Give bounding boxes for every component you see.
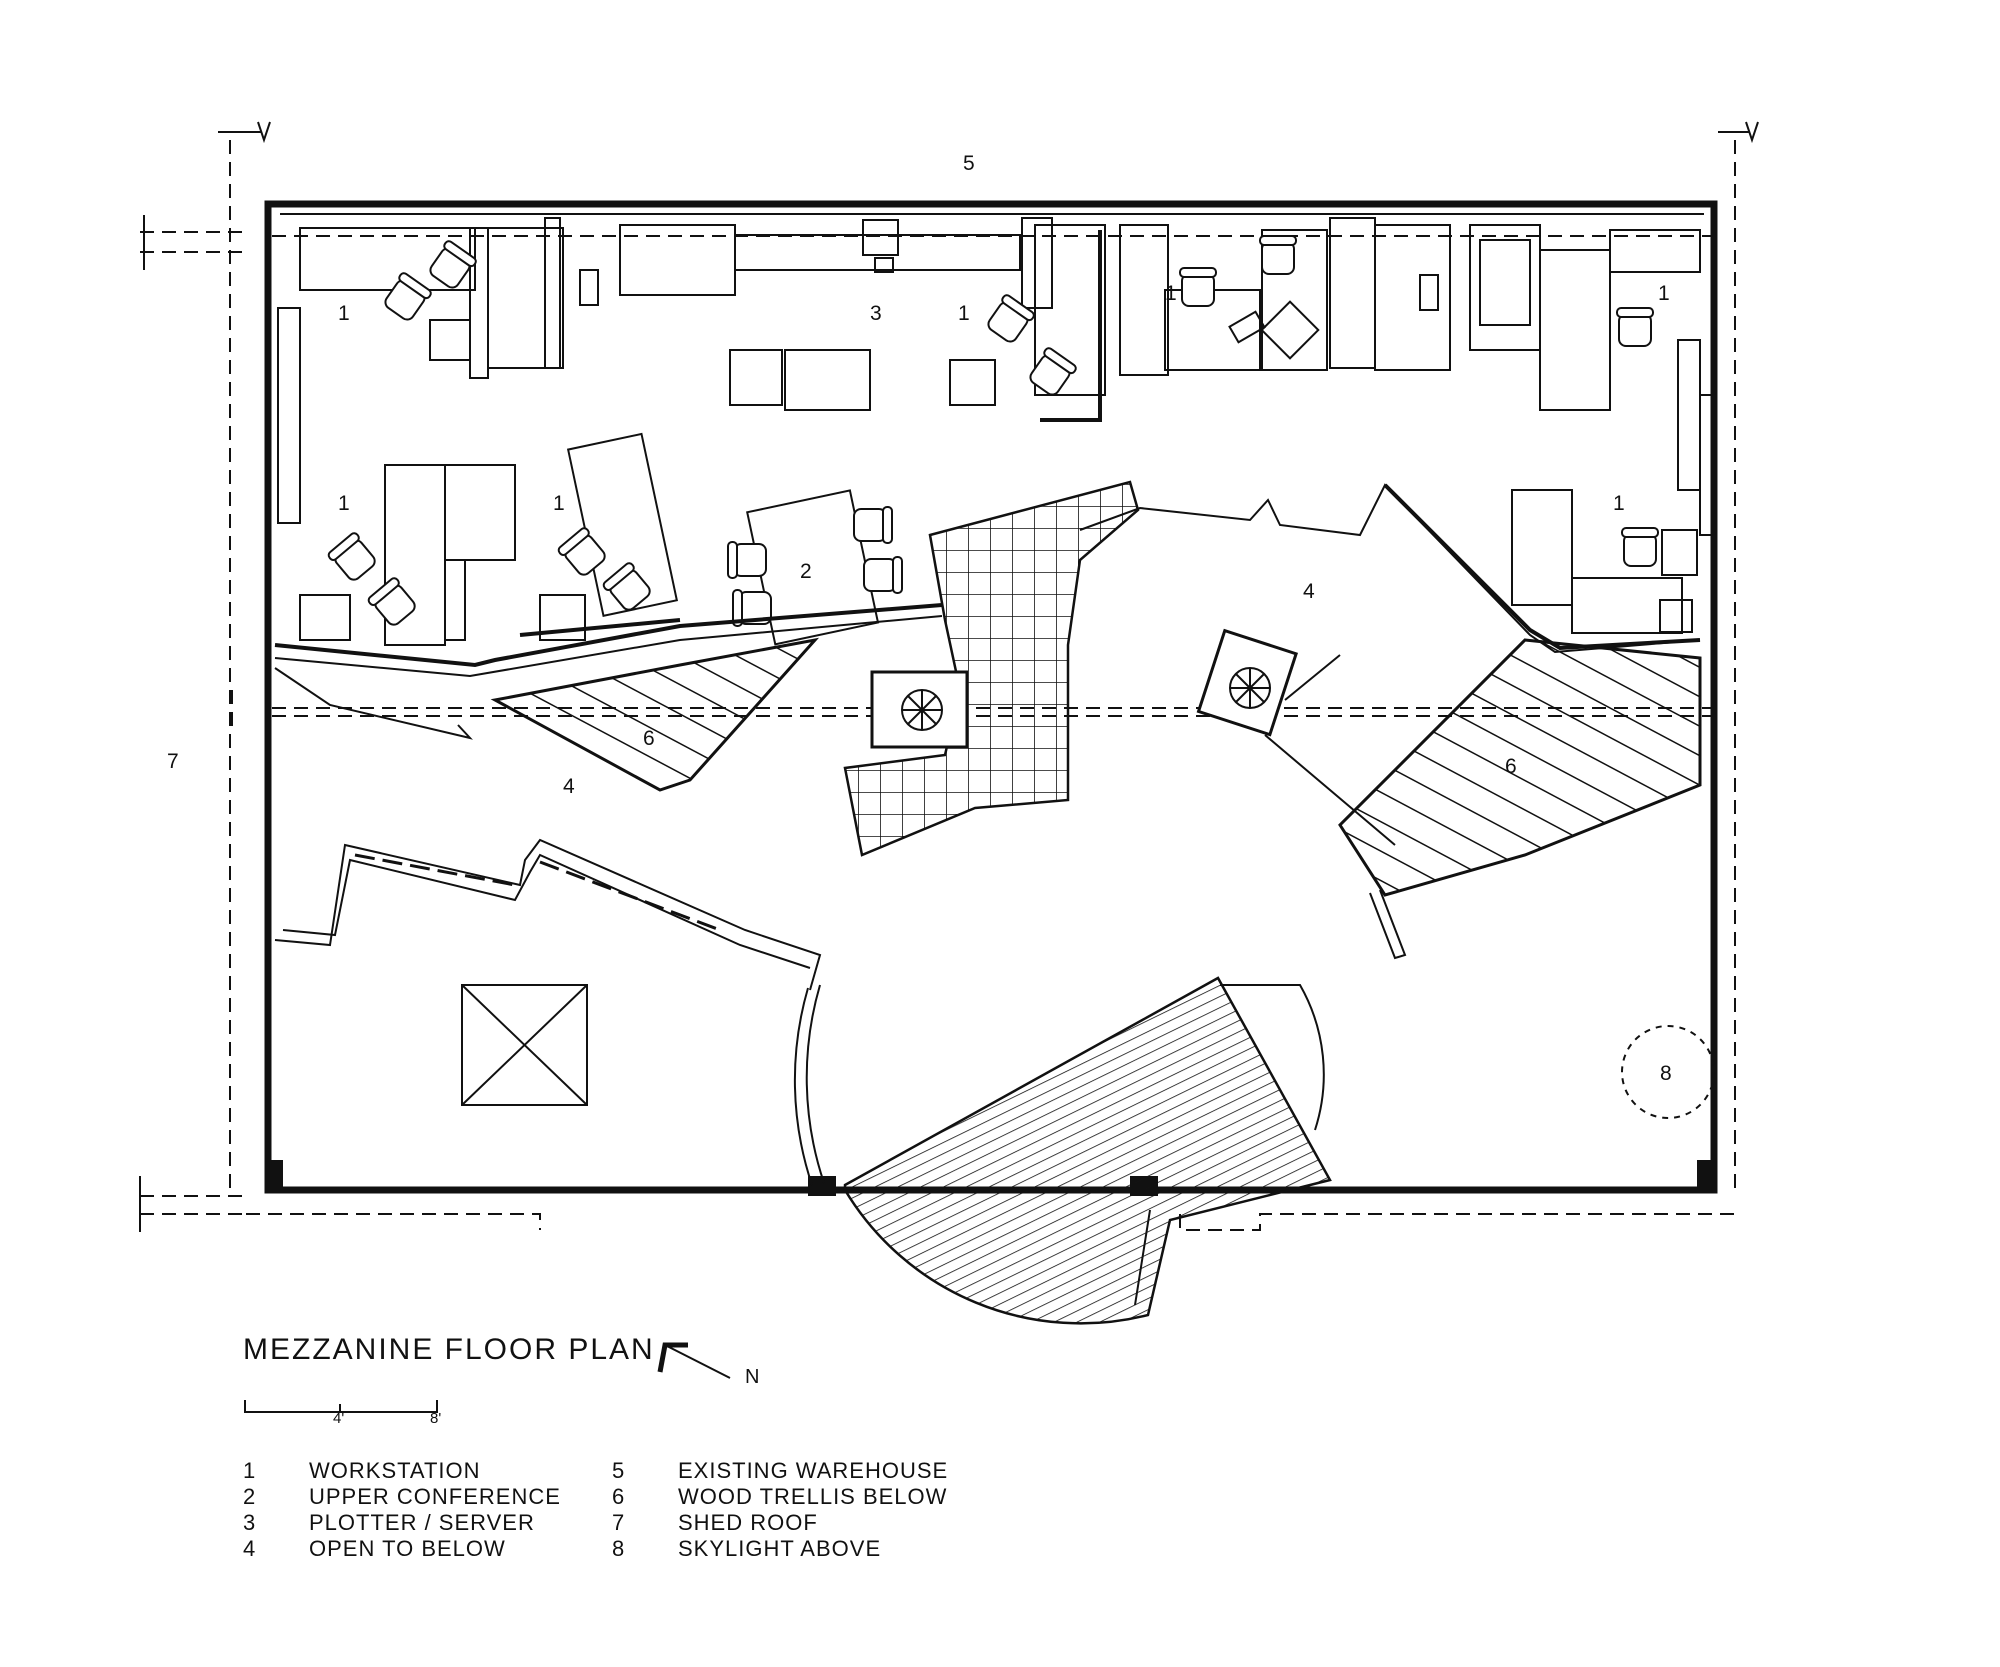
tag-plotter-server: 3 [870,302,882,325]
east-workstation [1511,489,1698,634]
tag-existing-warehouse: 5 [963,152,975,175]
scale-label-mid: 4' [333,1410,345,1427]
legend-item: 4 OPEN TO BELOW [243,1536,561,1562]
upper-conference [727,489,903,646]
north-label: N [745,1366,760,1388]
legend-label: SKYLIGHT ABOVE [678,1536,882,1561]
tag-workstation: 1 [553,492,565,515]
legend-left: 1 WORKSTATION 2 UPPER CONFERENCE 3 PLOTTER … [243,1458,561,1562]
wood-trellis-left [490,637,820,792]
legend-label: PLOTTER / SERVER [309,1510,535,1535]
planter [870,670,969,749]
tag-wood-trellis: 6 [1505,755,1517,778]
legend-label: UPPER CONFERENCE [309,1484,561,1509]
tag-workstation: 1 [338,492,350,515]
tag-open-to-below: 4 [1303,580,1315,603]
legend-number: 2 [243,1484,257,1509]
legend-number: 8 [612,1536,626,1561]
legend-number: 3 [243,1510,257,1535]
legend-item: 8 SKYLIGHT ABOVE [612,1536,948,1562]
legend-label: WORKSTATION [309,1458,481,1483]
tag-workstation: 1 [1165,282,1177,305]
tag-workstation: 1 [338,302,350,325]
skylight-square [461,984,588,1106]
legend-item: 2 UPPER CONFERENCE [243,1484,561,1510]
legend-number: 1 [243,1458,257,1483]
legend-item: 3 PLOTTER / SERVER [243,1510,561,1536]
legend-item: 5 EXISTING WAREHOUSE [612,1458,948,1484]
deck [843,976,1332,1325]
legend-number: 5 [612,1458,626,1483]
tag-upper-conference: 2 [800,560,812,583]
scale-bar [244,1400,438,1413]
scale-label-end: 8' [430,1410,442,1427]
curved-wall [793,984,825,1186]
tag-skylight: 8 [1660,1062,1672,1085]
legend-label: WOOD TRELLIS BELOW [678,1484,948,1509]
west-workstations [277,307,681,646]
north-arrow-icon [657,1342,731,1379]
open-to-below-west-edge [274,838,822,991]
wood-trellis-right [1338,638,1702,960]
legend-label: SHED ROOF [678,1510,818,1535]
legend-item: 7 SHED ROOF [612,1510,948,1536]
tag-workstation: 1 [958,302,970,325]
tag-open-to-below: 4 [563,775,575,798]
legend-number: 6 [612,1484,626,1509]
legend-number: 7 [612,1510,626,1535]
north-workstations [299,217,1713,536]
legend-item: 6 WOOD TRELLIS BELOW [612,1484,948,1510]
skylight-circle [1621,1025,1715,1119]
tag-workstation: 1 [1658,282,1670,305]
plan-title: MEZZANINE FLOOR PLAN [243,1333,655,1366]
plotter-server [729,349,871,411]
tag-workstation: 1 [1613,492,1625,515]
tag-wood-trellis: 6 [643,727,655,750]
legend-number: 4 [243,1536,257,1561]
legend-item: 1 WORKSTATION [243,1458,561,1484]
legend-label: EXISTING WAREHOUSE [678,1458,949,1483]
mezzanine-edge-wall [274,483,1701,740]
legend-label: OPEN TO BELOW [309,1536,506,1561]
tag-shed-roof: 7 [167,750,179,773]
